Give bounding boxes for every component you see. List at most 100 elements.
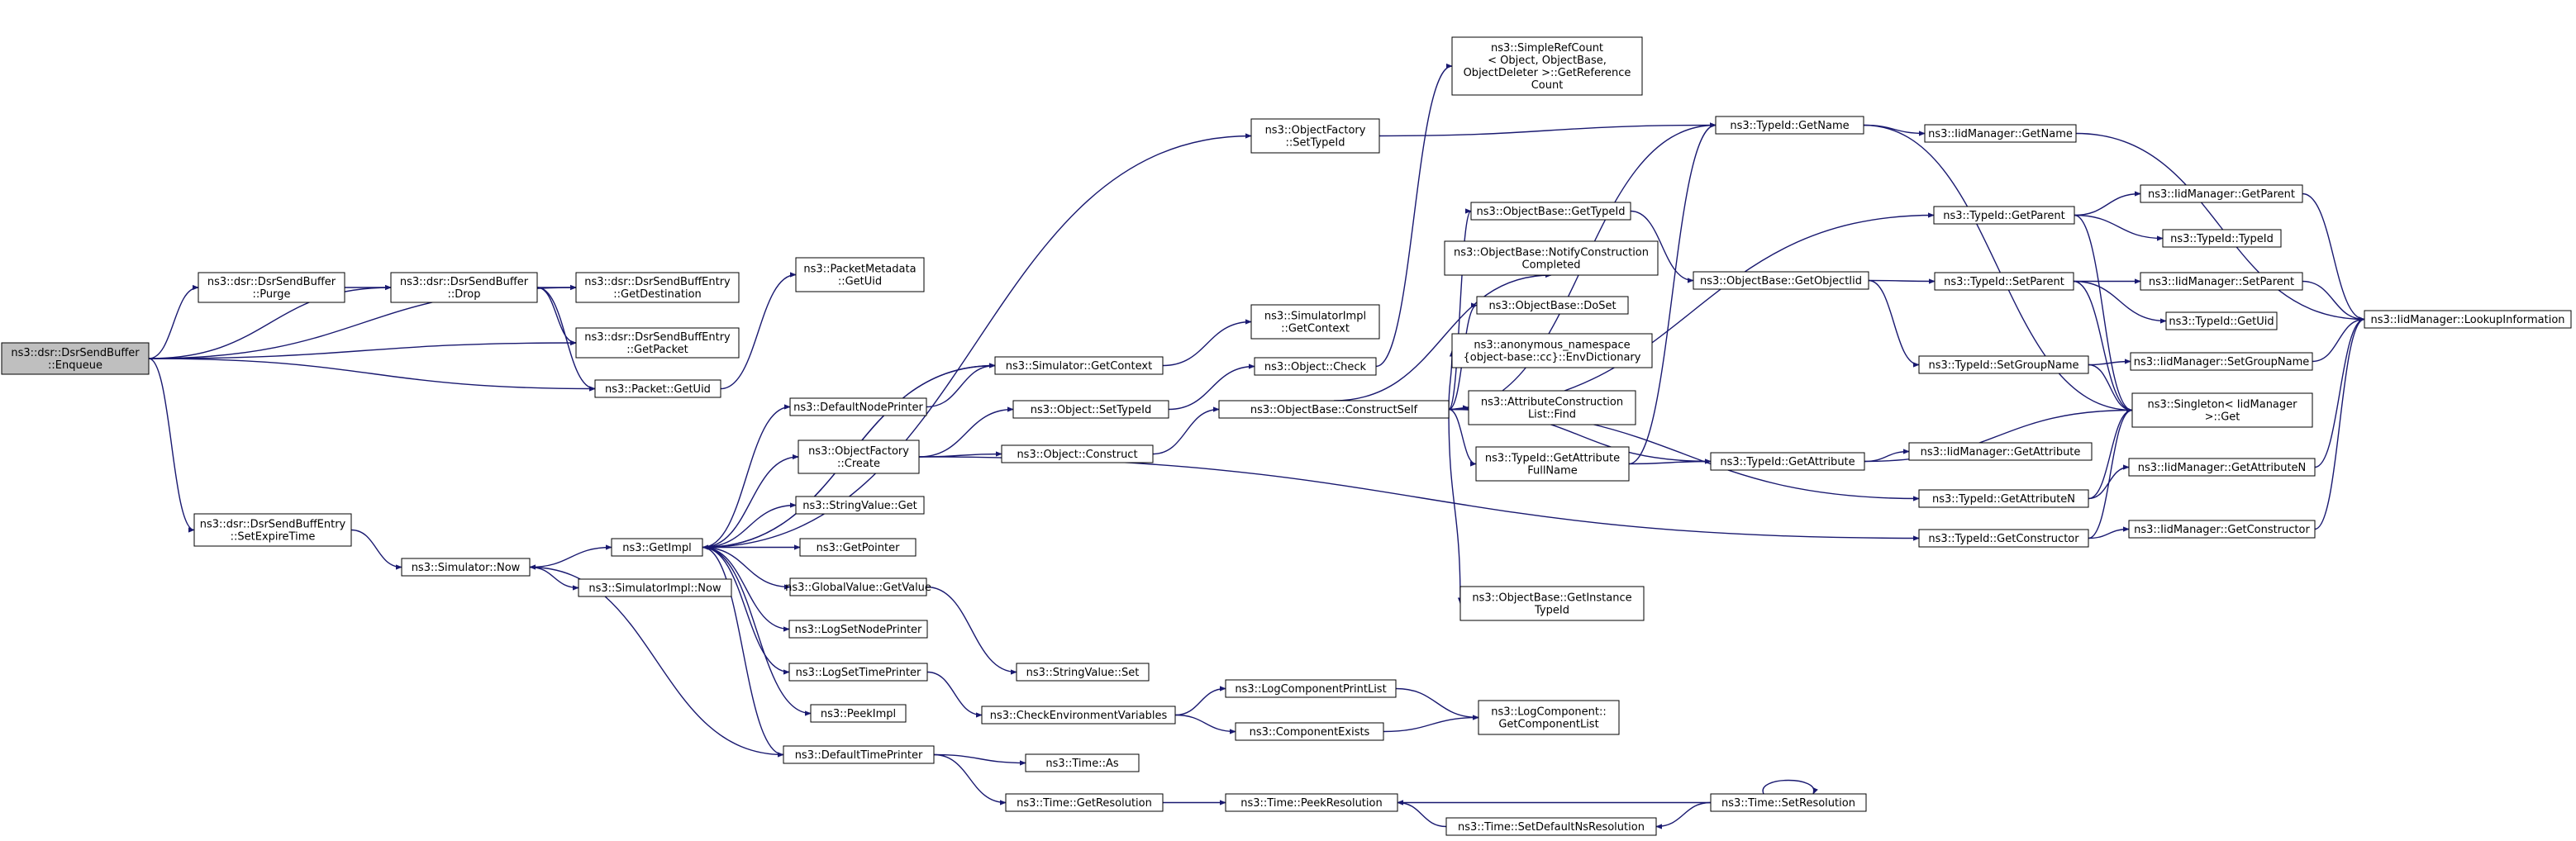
node-defnode[interactable]: ns3::DefaultNodePrinter: [789, 397, 927, 416]
node-obdoset[interactable]: ns3::ObjectBase::DoSet: [1476, 296, 1629, 315]
node-label: ::Enqueue: [48, 359, 102, 372]
node-label: ns3::Time::GetResolution: [1017, 797, 1152, 810]
node-box: [795, 257, 925, 292]
edge-obgettype-to-obgettid: [1630, 210, 1694, 283]
node-tidgetname[interactable]: ns3::TypeId::GetName: [1715, 116, 1864, 135]
node-simimplctx[interactable]: ns3::SimulatorImpl::GetContext: [1250, 304, 1380, 340]
node-getdest[interactable]: ns3::dsr::DsrSendBuffEntry::GetDestinati…: [575, 272, 740, 303]
node-ofsettype[interactable]: ns3::ObjectFactory::SetTypeId: [1250, 118, 1380, 154]
node-ofcreate[interactable]: ns3::ObjectFactory::Create: [798, 440, 920, 474]
node-refcount[interactable]: ns3::SimpleRefCount< Object, ObjectBase,…: [1451, 36, 1643, 96]
node-iidsetparent[interactable]: ns3::IidManager::SetParent: [2140, 272, 2303, 291]
node-iidgetname[interactable]: ns3::IidManager::GetName: [1924, 124, 2077, 143]
node-construct[interactable]: ns3::ObjectBase::ConstructSelf: [1218, 400, 1450, 419]
node-envdict[interactable]: ns3::anonymous_namespace{object-base::cc…: [1451, 333, 1653, 368]
node-box: [1012, 400, 1169, 419]
node-svget[interactable]: ns3::StringValue::Get: [795, 496, 925, 515]
node-tidsetparent[interactable]: ns3::TypeId::SetParent: [1934, 272, 2074, 291]
node-iidgetparent[interactable]: ns3::IidManager::GetParent: [2140, 184, 2303, 203]
edge-ofcreate-to-objsettype: [918, 406, 1014, 458]
node-iidgetattrn[interactable]: ns3::IidManager::GetAttributeN: [2128, 458, 2316, 477]
node-label: ns3::TypeId::SetGroupName: [1928, 359, 2078, 372]
node-label: ns3::DefaultNodePrinter: [793, 401, 923, 414]
edge-defnode-to-simgetctx: [926, 363, 996, 408]
node-tidgetparent[interactable]: ns3::TypeId::GetParent: [1933, 206, 2075, 225]
node-getptr[interactable]: ns3::GetPointer: [799, 538, 917, 557]
node-box: [1444, 240, 1659, 276]
node-tidgetctor[interactable]: ns3::TypeId::GetConstructor: [1918, 529, 2089, 548]
node-checkenv[interactable]: ns3::CheckEnvironmentVariables: [981, 706, 1176, 725]
edge-enqueue-to-purge: [148, 284, 199, 359]
node-obgettype[interactable]: ns3::ObjectBase::GetTypeId: [1470, 202, 1631, 221]
node-gvget[interactable]: ns3::GlobalValue::GetValue: [785, 577, 931, 596]
node-lsnode[interactable]: ns3::LogSetNodePrinter: [788, 620, 928, 639]
node-tidgetattr[interactable]: ns3::TypeId::GetAttribute: [1710, 452, 1865, 471]
node-setexpire[interactable]: ns3::dsr::DsrSendBuffEntry::SetExpireTim…: [193, 513, 352, 547]
edge-ofsettype-to-tidgetname: [1378, 122, 1717, 137]
node-box: [1693, 271, 1869, 290]
node-box: [1478, 700, 1620, 735]
node-lookup[interactable]: ns3::IidManager::LookupInformation: [2364, 310, 2572, 329]
node-obgettid[interactable]: ns3::ObjectBase::GetObjectIid: [1693, 271, 1869, 290]
node-label: ns3::LogSetNodePrinter: [795, 624, 922, 636]
node-obnotify[interactable]: ns3::ObjectBase::NotifyConstructionCompl…: [1444, 240, 1659, 276]
edge-getimpl-to-ofsettype: [702, 133, 1252, 549]
node-peekimpl[interactable]: ns3::PeekImpl: [810, 704, 907, 723]
node-label: ns3::TypeId::GetAttributeN: [1932, 493, 2075, 506]
node-tidgetattrn[interactable]: ns3::TypeId::GetAttributeN: [1918, 489, 2089, 508]
node-drop[interactable]: ns3::dsr::DsrSendBuffer::Drop: [390, 272, 538, 303]
node-label: ns3::PeekImpl: [821, 708, 896, 720]
node-objcheck[interactable]: ns3::Object::Check: [1254, 357, 1377, 376]
node-objconstruct[interactable]: ns3::Object::Construct: [1001, 444, 1154, 463]
node-singleton[interactable]: ns3::Singleton< IidManager>::Get: [2131, 392, 2313, 428]
node-label: ns3::ObjectFactory: [1265, 125, 1366, 137]
edge-lstime-to-checkenv: [926, 671, 983, 718]
node-timeas[interactable]: ns3::Time::As: [1025, 753, 1140, 772]
node-box: [2364, 310, 2572, 329]
node-box: [1250, 304, 1380, 340]
node-svset[interactable]: ns3::StringValue::Set: [1016, 663, 1150, 682]
node-simimplnow[interactable]: ns3::SimulatorImpl::Now: [578, 578, 732, 597]
node-simgetctx[interactable]: ns3::Simulator::GetContext: [994, 356, 1164, 375]
node-lcgetlist[interactable]: ns3::LogComponent::GetComponentList: [1478, 700, 1620, 735]
node-deftime[interactable]: ns3::DefaultTimePrinter: [783, 745, 935, 764]
node-pktuid[interactable]: ns3::Packet::GetUid: [594, 379, 721, 398]
node-tidtypeid[interactable]: ns3::TypeId::TypeId: [2162, 229, 2282, 248]
node-lstime[interactable]: ns3::LogSetTimePrinter: [788, 663, 928, 682]
node-setres[interactable]: ns3::Time::SetResolution: [1710, 793, 1867, 812]
node-setdefns[interactable]: ns3::Time::SetDefaultNsResolution: [1445, 817, 1657, 836]
node-timeres[interactable]: ns3::Time::GetResolution: [1005, 793, 1164, 812]
edge-getimpl-to-lstime: [702, 546, 790, 675]
node-label: ns3::ObjectBase::ConstructSelf: [1250, 404, 1418, 416]
node-pmuid[interactable]: ns3::PacketMetadata::GetUid: [795, 257, 925, 292]
node-box: [193, 513, 352, 547]
node-iidgetctor[interactable]: ns3::IidManager::GetConstructor: [2128, 520, 2316, 539]
node-lcprint[interactable]: ns3::LogComponentPrintList: [1225, 679, 1397, 698]
node-box: [1005, 793, 1164, 812]
node-box: [2131, 392, 2313, 428]
node-label: ns3::IidManager::GetConstructor: [2134, 524, 2310, 536]
node-box: [1918, 489, 2089, 508]
node-box: [390, 272, 538, 303]
node-box: [1, 342, 150, 375]
node-getimpl[interactable]: ns3::GetImpl: [611, 538, 703, 557]
node-iidgetattr[interactable]: ns3::IidManager::GetAttribute: [1908, 442, 2093, 461]
node-tidsetgroup[interactable]: ns3::TypeId::SetGroupName: [1918, 355, 2089, 374]
node-tidgetuid[interactable]: ns3::TypeId::GetUid: [2165, 311, 2278, 330]
node-enqueue[interactable]: ns3::dsr::DsrSendBuffer::Enqueue: [1, 342, 150, 375]
node-iidsetgroup[interactable]: ns3::IidManager::SetGroupName: [2130, 352, 2313, 371]
node-compexists[interactable]: ns3::ComponentExists: [1235, 722, 1384, 741]
node-peekres[interactable]: ns3::Time::PeekResolution: [1225, 793, 1398, 812]
node-box: [798, 440, 920, 474]
node-simnow[interactable]: ns3::Simulator::Now: [401, 558, 531, 577]
edge-getattrfull-to-tidgetattr: [1628, 459, 1712, 465]
node-box: [2165, 311, 2278, 330]
node-objsettype[interactable]: ns3::Object::SetTypeId: [1012, 400, 1169, 419]
node-purge[interactable]: ns3::dsr::DsrSendBuffer::Purge: [198, 272, 345, 303]
node-label: ns3::Object::Construct: [1017, 449, 1137, 461]
node-getpacket[interactable]: ns3::dsr::DsrSendBuffEntry::GetPacket: [575, 327, 740, 359]
